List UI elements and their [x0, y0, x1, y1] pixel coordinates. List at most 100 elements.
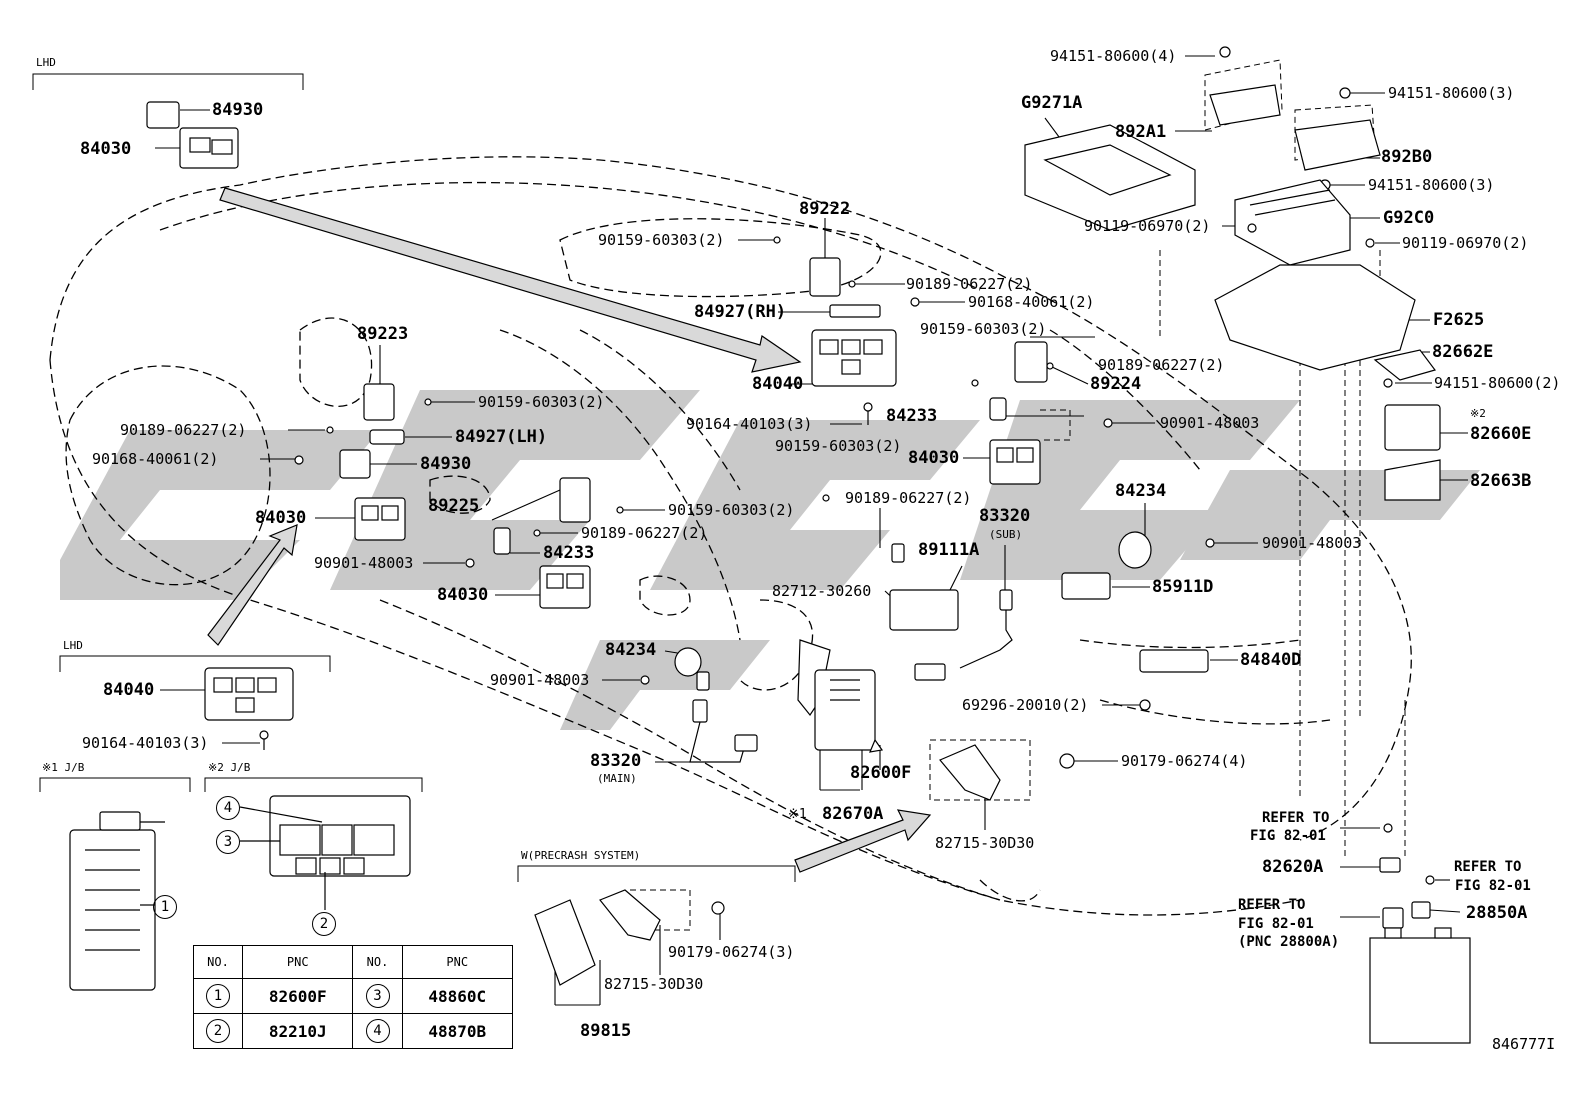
- part-g92c0: G92C0: [1383, 208, 1435, 228]
- part-90159-d: 90159-60303(2): [920, 320, 1047, 338]
- part-90168-a: 90168-40061(2): [968, 293, 1095, 311]
- row-no: 1: [192, 978, 244, 1014]
- row-pnc: 82210J: [242, 1013, 354, 1049]
- part-89224: 89224: [1090, 374, 1142, 394]
- part-90119-b: 90119-06970(2): [1402, 234, 1529, 252]
- table-row: 1 82600F 3 48860C: [192, 978, 514, 1014]
- part-90179-a: 90179-06274(4): [1121, 752, 1248, 770]
- part-82663b: 82663B: [1470, 471, 1532, 491]
- part-84927-rh: 84927(RH): [694, 302, 787, 322]
- part-82670a-mark: ※1: [788, 807, 807, 822]
- part-94151-a: 94151-80600(4): [1050, 47, 1177, 65]
- part-84930-top: 84930: [212, 100, 264, 120]
- part-90189-e: 90189-06227(2): [845, 489, 972, 507]
- part-84233-left: 84233: [543, 543, 595, 563]
- row-number-circle: 1: [206, 984, 231, 1008]
- pnc-table: NO. PNC NO. PNC 1 82600F 3 48860C 2 8221…: [192, 945, 514, 1049]
- section-brackets: [32, 73, 796, 882]
- refer-1-line2: FIG 82-01: [1250, 828, 1326, 844]
- row-number-circle: 3: [365, 984, 390, 1008]
- part-82662e: 82662E: [1432, 342, 1494, 362]
- part-90164-mid: 90164-40103(3): [686, 415, 813, 433]
- row-pnc: 48860C: [401, 978, 514, 1014]
- part-82660e-mark: ※2: [1470, 407, 1486, 420]
- section-label-lhd-bottom: LHD: [63, 639, 83, 652]
- refer-3-line3: (PNC 28800A): [1238, 934, 1340, 950]
- component-sketches: [69, 46, 1471, 1044]
- part-84040-mid: 84040: [752, 374, 804, 394]
- part-90901-a: 90901-48003: [314, 554, 414, 572]
- part-82715-b: 82715-30D30: [604, 975, 704, 993]
- header-no-2: NO.: [352, 945, 403, 979]
- jb2-callout-3: 3: [216, 830, 240, 854]
- refer-1-line1: REFER TO: [1262, 810, 1330, 826]
- part-90901-d: 90901-48003: [490, 671, 590, 689]
- part-28850a: 28850A: [1466, 903, 1528, 923]
- part-94151-c: 94151-80600(3): [1368, 176, 1495, 194]
- part-82712: 82712-30260: [772, 582, 872, 600]
- row-no: 4: [352, 1013, 403, 1049]
- part-84927-lh: 84927(LH): [455, 427, 548, 447]
- part-90901-c: 90901-48003: [1262, 534, 1362, 552]
- row-no: 3: [352, 978, 403, 1014]
- part-82670a: 82670A: [822, 804, 884, 824]
- part-82660e: 82660E: [1470, 424, 1532, 444]
- refer-3-line1: REFER TO: [1238, 897, 1306, 913]
- header-no-1: NO.: [192, 945, 244, 979]
- part-94151-b: 94151-80600(3): [1388, 84, 1515, 102]
- part-83320-main: 83320: [590, 751, 642, 771]
- part-89111a: 89111A: [918, 540, 980, 560]
- refer-2-line2: FIG 82-01: [1455, 878, 1531, 894]
- part-90159-c: 90159-60303(2): [668, 501, 795, 519]
- section-label-lhd-top: LHD: [36, 56, 56, 69]
- part-90164-lhd: 90164-40103(3): [82, 734, 209, 752]
- pnc-table-header: NO. PNC NO. PNC: [192, 945, 514, 979]
- row-number-circle: 2: [206, 1019, 231, 1043]
- part-84840d: 84840D: [1240, 650, 1302, 670]
- section-label-jb1: ※1 J/B: [42, 761, 85, 774]
- part-84234-right: 84234: [1115, 481, 1167, 501]
- part-90189-c: 90189-06227(2): [581, 524, 708, 542]
- header-pnc-1: PNC: [242, 945, 354, 979]
- part-84930-mid: 84930: [420, 454, 472, 474]
- part-84233-right: 84233: [886, 406, 938, 426]
- part-69296: 69296-20010(2): [962, 696, 1089, 714]
- section-label-jb2: ※2 J/B: [208, 761, 251, 774]
- part-90159-a: 90159-60303(2): [598, 231, 725, 249]
- part-90168-b: 90168-40061(2): [92, 450, 219, 468]
- figure-id: 846777I: [1492, 1035, 1556, 1053]
- part-94151-d: 94151-80600(2): [1434, 374, 1561, 392]
- row-pnc: 48870B: [401, 1013, 514, 1049]
- watermark-logo: [60, 390, 1480, 730]
- part-90189-b: 90189-06227(2): [120, 421, 247, 439]
- part-f2625: F2625: [1433, 310, 1485, 330]
- row-pnc: 82600F: [242, 978, 354, 1014]
- direction-arrows: [207, 187, 932, 873]
- part-892a1: 892A1: [1115, 122, 1167, 142]
- part-84030-top: 84030: [80, 139, 132, 159]
- part-g9271a: G9271A: [1021, 93, 1083, 113]
- part-82715-a: 82715-30D30: [935, 834, 1035, 852]
- part-84030-left: 84030: [255, 508, 307, 528]
- part-82620a: 82620A: [1262, 857, 1324, 877]
- section-label-precrash: W(PRECRASH SYSTEM): [521, 849, 641, 862]
- row-no: 2: [192, 1013, 244, 1049]
- part-83320-sub: 83320: [979, 506, 1031, 526]
- part-90189-d: 90189-06227(2): [1098, 356, 1225, 374]
- jb2-callout-4: 4: [216, 796, 240, 820]
- part-89223: 89223: [357, 324, 409, 344]
- part-90159-e: 90159-60303(2): [775, 437, 902, 455]
- part-90179-b: 90179-06274(3): [668, 943, 795, 961]
- part-83320-sub-note: (SUB): [989, 528, 1023, 541]
- part-90159-b: 90159-60303(2): [478, 393, 605, 411]
- jb1-callout-1: 1: [153, 895, 177, 919]
- part-90901-b: 90901-48003: [1160, 414, 1260, 432]
- jb2-callout-2: 2: [312, 912, 336, 936]
- part-82600f: 82600F: [850, 763, 912, 783]
- part-84030-center: 84030: [437, 585, 489, 605]
- part-90189-a: 90189-06227(2): [906, 275, 1033, 293]
- row-number-circle: 4: [365, 1019, 390, 1043]
- part-892b0: 892B0: [1381, 147, 1433, 167]
